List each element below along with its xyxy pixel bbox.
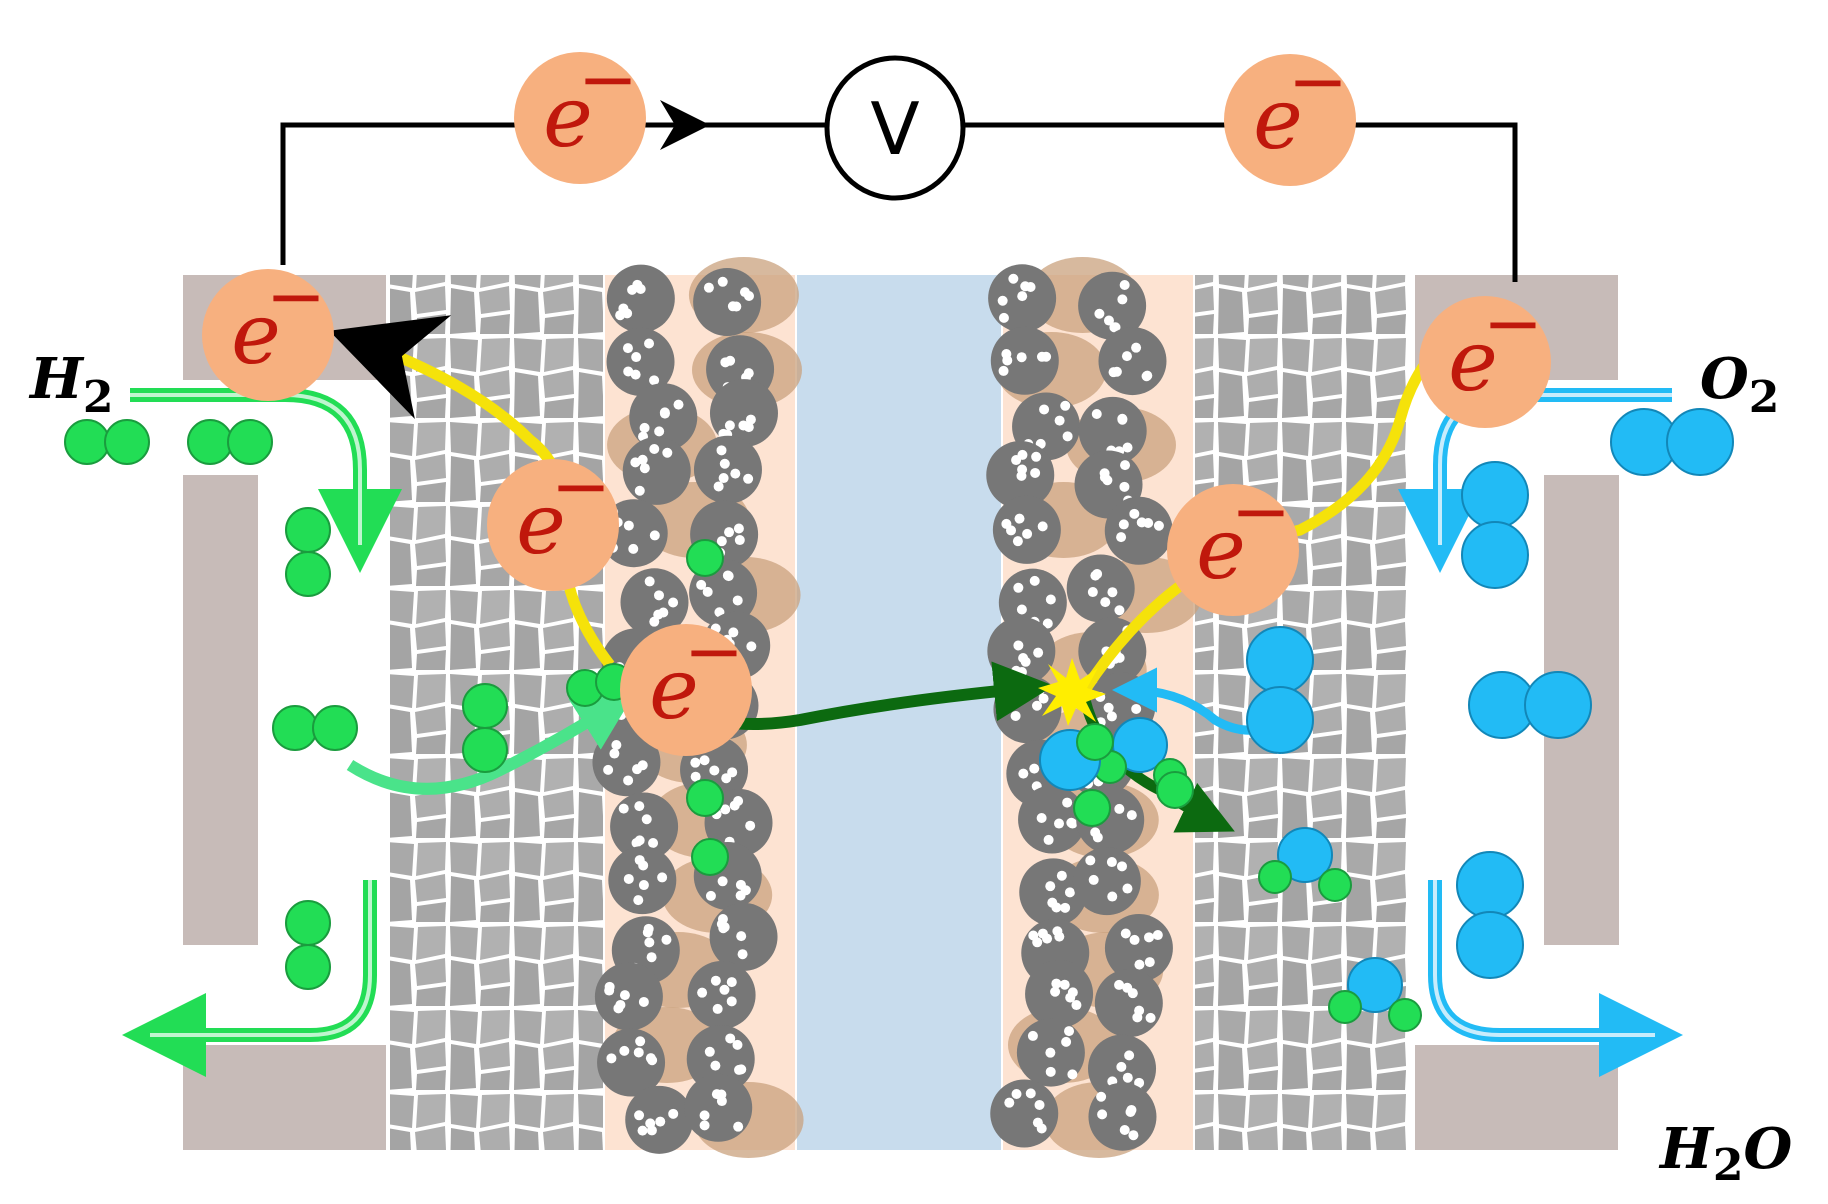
electrons: e−e−e−e−e−e−e−: [202, 37, 1551, 756]
hydrogen-diffusion-path: [346, 692, 636, 795]
proton-icon: [1156, 771, 1194, 809]
catalyst-particle: [608, 846, 677, 915]
gas-molecules: [64, 408, 1734, 1032]
voltmeter-icon: V: [824, 55, 966, 201]
electron-icon: e−: [1419, 281, 1551, 428]
hydrogen-molecule-icon: [64, 419, 150, 465]
proton-icon: [691, 838, 729, 876]
electron-symbol: e: [1253, 70, 1303, 168]
oxygen-molecule-icon: [1468, 671, 1592, 739]
electron-charge: −: [1231, 469, 1291, 553]
catalyst-particle: [1088, 1082, 1157, 1151]
catalyst-particle: [606, 264, 675, 333]
catalyst-particle: [693, 268, 762, 337]
hydrogen-label: H2: [28, 346, 114, 423]
catalyst-particle: [1094, 969, 1163, 1038]
proton-icon: [686, 539, 724, 577]
electron-symbol: e: [516, 475, 566, 573]
water-molecule-icon: [1258, 827, 1352, 902]
proton-icon: [1073, 789, 1111, 827]
catalyst-particle: [990, 1079, 1059, 1148]
catalyst-particle: [1078, 271, 1147, 340]
catalyst-particle: [684, 1073, 753, 1142]
catalyst-particle: [1072, 847, 1141, 916]
electron-charge: −: [1483, 281, 1543, 365]
electron-icon: e−: [620, 609, 752, 756]
catalyst-particle: [1098, 327, 1167, 396]
oxygen-molecule-icon: [1246, 626, 1314, 754]
anode-catalyst-particles: [591, 257, 804, 1158]
catalyst-particle: [620, 568, 689, 637]
oxygen-molecule-icon: [1461, 461, 1529, 589]
oxygen-molecule-icon: [1456, 851, 1524, 979]
catalyst-particle: [693, 435, 762, 504]
catalyst-particle: [597, 1028, 666, 1097]
reaction-burst-icon: [1038, 658, 1106, 726]
hydrogen-molecule-icon: [272, 705, 358, 751]
electron-charge: −: [551, 444, 611, 528]
water-label: H2O: [1658, 1116, 1793, 1191]
electron-charge: −: [1288, 39, 1348, 123]
catalyst-particle: [687, 961, 756, 1030]
hydrogen-molecule-icon: [462, 683, 508, 773]
electron-icon: e−: [487, 444, 619, 591]
catalyst-particle: [1104, 496, 1173, 565]
hydrogen-molecule-icon: [285, 900, 331, 990]
oxygen-molecule-icon: [1610, 408, 1734, 476]
voltmeter-label: V: [870, 87, 919, 171]
electron-charge: −: [266, 254, 326, 338]
electron-charge: −: [578, 37, 638, 121]
electron-symbol: e: [543, 68, 593, 166]
hydrogen-molecule-icon: [187, 419, 273, 465]
electron-symbol: e: [231, 285, 281, 383]
electron-symbol: e: [1196, 500, 1246, 598]
electron-icon: e−: [1224, 39, 1356, 186]
proton-icon: [1076, 723, 1114, 761]
hydrogen-molecule-icon: [285, 507, 331, 597]
electron-charge: −: [684, 609, 744, 693]
electron-icon: e−: [514, 37, 646, 184]
proton-icon: [686, 779, 724, 817]
oxygen-label: O2: [1700, 346, 1779, 423]
electron-symbol: e: [649, 640, 699, 738]
catalyst-particle: [1066, 554, 1135, 623]
electron-icon: e−: [202, 254, 334, 401]
water-molecule-icon: [1328, 957, 1422, 1032]
electron-symbol: e: [1448, 312, 1498, 410]
electron-icon: e−: [1167, 469, 1299, 616]
catalyst-particle: [1019, 858, 1088, 927]
